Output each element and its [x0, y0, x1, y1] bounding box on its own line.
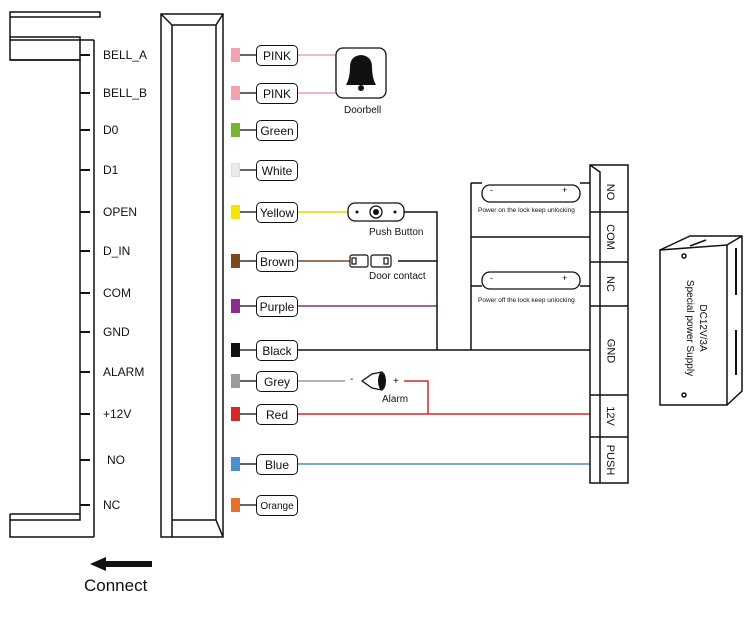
wire-color-swatch — [231, 343, 240, 357]
push-button-label: Push Button — [369, 227, 424, 238]
pin-tick — [80, 331, 90, 333]
pin-label: NO — [107, 453, 125, 467]
lock-nc-icon — [481, 271, 581, 290]
lock-no-minus: - — [490, 185, 493, 195]
wire-color-swatch — [231, 407, 240, 421]
wire-color-swatch — [231, 374, 240, 388]
pin-label: BELL_A — [103, 48, 148, 62]
push-button-return — [404, 211, 438, 350]
pin-tick — [80, 129, 90, 131]
wire-label-box: Purple — [256, 296, 298, 317]
push-button-icon — [347, 202, 405, 222]
pin-label: +12V — [103, 407, 132, 421]
wire-label-box: PINK — [256, 83, 298, 104]
pin-tick — [80, 250, 90, 252]
wire-color-swatch — [231, 123, 240, 137]
pin-tick — [80, 413, 90, 415]
pin-label: COM — [103, 286, 131, 300]
terminal-label: NO — [604, 183, 616, 201]
wire-color-swatch — [231, 205, 240, 219]
pin-tick — [80, 169, 90, 171]
wire-label-box: Black — [256, 340, 298, 361]
bell-icon — [335, 47, 387, 99]
terminal-label: PUSH — [604, 444, 616, 476]
terminal-label: GND — [604, 338, 616, 363]
wire-label-box: Brown — [256, 251, 298, 272]
siren-icon — [360, 371, 386, 391]
pin-tick — [80, 211, 90, 213]
doorbell-wire-a — [298, 54, 337, 84]
wire-color-swatch — [231, 457, 240, 471]
alarm-label: Alarm — [382, 394, 409, 405]
pin-label: ALARM — [103, 365, 145, 379]
power-supply-label: DC12V/3A Special power Supply — [683, 268, 709, 388]
doorbell-label: Doorbell — [344, 105, 382, 116]
controller-bottom — [9, 514, 94, 538]
wire-color-swatch — [231, 86, 240, 100]
door-contact-label: Door contact — [369, 271, 426, 282]
pin-label: D0 — [103, 123, 119, 137]
pin-tick — [80, 292, 90, 294]
pin-tick — [80, 459, 90, 461]
lock-no-icon — [481, 184, 581, 203]
lock-no-plus: + — [562, 185, 568, 195]
wire-color-swatch — [231, 299, 240, 313]
pin-label: BELL_B — [103, 86, 148, 100]
power-supply-icon — [659, 235, 743, 406]
wire-color-swatch — [231, 48, 240, 62]
wire-label-box: Yellow — [256, 202, 298, 223]
pin-tick — [80, 504, 90, 506]
wire-label-box: PINK — [256, 45, 298, 66]
wire-label-box: Blue — [256, 454, 298, 475]
connect-label: Connect — [84, 576, 148, 595]
pin-label: D1 — [103, 163, 119, 177]
wire-color-swatch — [231, 163, 240, 177]
power-supply-name: Special power Supply — [684, 279, 695, 377]
wire-label-box: White — [256, 160, 298, 181]
lock-nc-minus: - — [490, 273, 493, 283]
power-supply-rating: DC12V/3A — [697, 304, 708, 352]
wire-label-box: Grey — [256, 371, 298, 392]
pin-tick — [80, 371, 90, 373]
lock-no-caption: Power on the lock keep unlocking — [478, 207, 575, 214]
wire-color-swatch — [231, 498, 240, 512]
alarm-minus: - — [350, 374, 354, 385]
controller-left-outline — [9, 11, 101, 61]
alarm-plus: + — [393, 376, 399, 387]
arrow-left-icon — [90, 557, 152, 571]
pin-tick — [80, 92, 90, 94]
pin-label: NC — [103, 498, 121, 512]
red-wire — [298, 380, 590, 415]
pin-tick — [80, 54, 90, 56]
door-contact-icon — [349, 254, 392, 268]
terminal-block — [589, 164, 629, 484]
lock-com-line — [470, 182, 590, 350]
pin-label: D_IN — [103, 244, 131, 258]
wire-label-box: Green — [256, 120, 298, 141]
controller-body — [10, 59, 81, 515]
wire-label-box: Red — [256, 404, 298, 425]
terminal-label: COM — [604, 224, 616, 250]
lock-nc-caption: Power off the lock keep unlocking — [478, 297, 575, 304]
pin-label: GND — [103, 325, 130, 339]
terminal-label: 12V — [604, 406, 616, 426]
harness-block — [160, 13, 224, 538]
wire-color-swatch — [231, 254, 240, 268]
pin-label: OPEN — [103, 205, 138, 219]
lock-nc-plus: + — [562, 273, 568, 283]
terminal-label: NC — [604, 276, 616, 292]
wire-label-box: Orange — [256, 495, 298, 516]
